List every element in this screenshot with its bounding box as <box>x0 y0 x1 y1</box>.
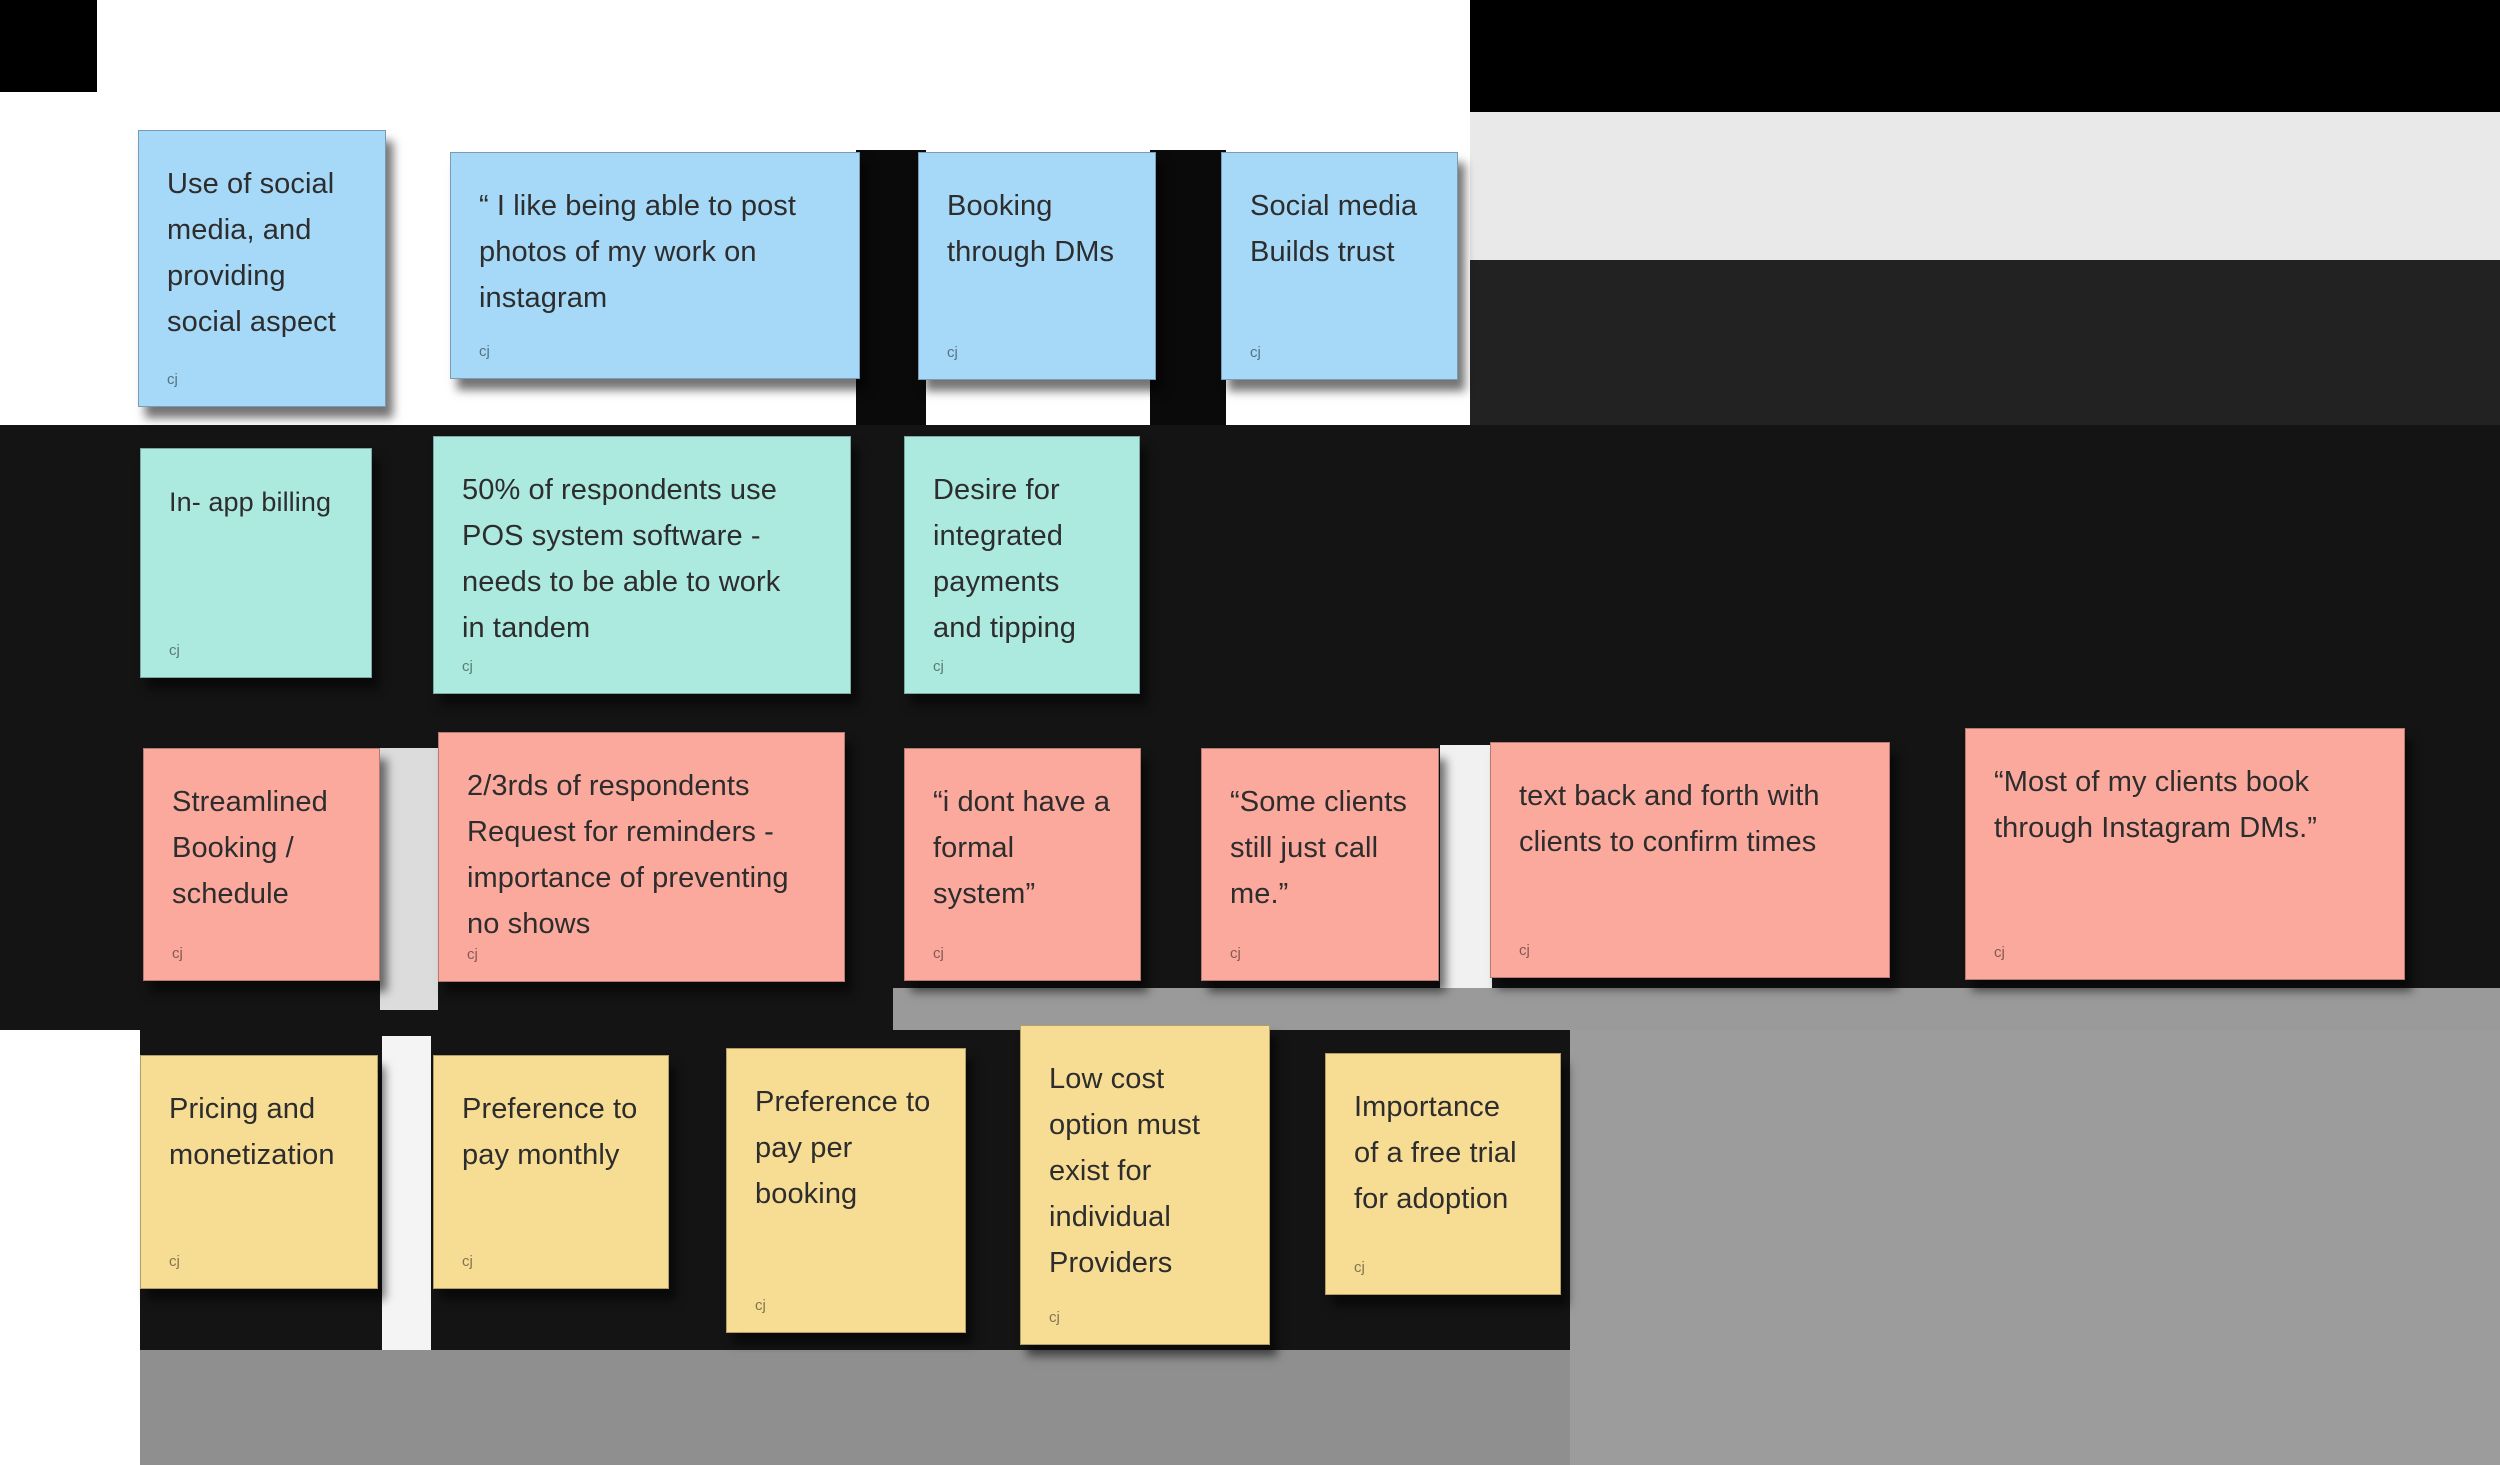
sticky-note-text: Preference to pay monthly <box>462 1093 638 1171</box>
sticky-note[interactable]: Pricing and monetization cj <box>140 1055 378 1289</box>
sticky-note-text: text back and forth with clients to conf… <box>1519 780 1820 858</box>
sticky-note-author: cj <box>933 945 944 962</box>
sticky-note-author: cj <box>169 1253 180 1270</box>
sticky-note-author: cj <box>933 658 944 675</box>
sticky-note[interactable]: “ I like being able to post photos of my… <box>450 152 860 379</box>
background-region <box>382 1036 431 1350</box>
sticky-note-text: Low cost option must exist for individua… <box>1049 1063 1201 1279</box>
sticky-note-author: cj <box>172 945 183 962</box>
sticky-note-text: “Most of my clients book through Instagr… <box>1994 766 2318 844</box>
sticky-note-author: cj <box>1994 944 2005 961</box>
background-region <box>1470 260 2500 425</box>
background-region <box>1440 745 1492 1010</box>
sticky-note[interactable]: text back and forth with clients to conf… <box>1490 742 1890 978</box>
background-region <box>1470 0 2500 112</box>
sticky-note-text: 50% of respondents use POS system softwa… <box>462 474 781 644</box>
sticky-note-text: Booking through DMs <box>947 190 1115 268</box>
sticky-note[interactable]: 50% of respondents use POS system softwa… <box>433 436 851 694</box>
sticky-note-author: cj <box>169 642 180 659</box>
background-region <box>856 150 926 428</box>
sticky-note[interactable]: “Most of my clients book through Instagr… <box>1965 728 2405 980</box>
sticky-note-author: cj <box>479 343 490 360</box>
sticky-note-text: Use of social media, and providing socia… <box>167 168 336 338</box>
sticky-note[interactable]: “Some clients still just call me.” cj <box>1201 748 1439 981</box>
sticky-note-author: cj <box>1250 344 1261 361</box>
sticky-note-author: cj <box>1049 1309 1060 1326</box>
sticky-note-author: cj <box>755 1297 766 1314</box>
sticky-note-author: cj <box>1354 1259 1365 1276</box>
sticky-note-text: Preference to pay per booking <box>755 1086 931 1210</box>
sticky-note-text: “ I like being able to post photos of my… <box>479 190 797 314</box>
sticky-note-author: cj <box>467 946 478 963</box>
background-region <box>1470 112 2500 260</box>
sticky-note-author: cj <box>1230 945 1241 962</box>
sticky-note-author: cj <box>462 658 473 675</box>
sticky-note[interactable]: Streamlined Booking / schedule cj <box>143 748 380 981</box>
sticky-note-text: Importance of a free trial for adoption <box>1354 1091 1517 1215</box>
sticky-note[interactable]: In- app billing cj <box>140 448 372 678</box>
sticky-note-text: “i dont have a formal system” <box>933 786 1111 910</box>
background-region <box>1150 150 1226 428</box>
sticky-note[interactable]: “i dont have a formal system” cj <box>904 748 1141 981</box>
sticky-note-text: Pricing and monetization <box>169 1093 335 1171</box>
sticky-note[interactable]: Social media Builds trust cj <box>1221 152 1458 380</box>
sticky-note-author: cj <box>947 344 958 361</box>
sticky-note-text: “Some clients still just call me.” <box>1230 786 1407 910</box>
sticky-note[interactable]: 2/3rds of respondents Request for remind… <box>438 732 845 982</box>
sticky-note-text: Streamlined Booking / schedule <box>172 786 328 910</box>
sticky-note[interactable]: Low cost option must exist for individua… <box>1020 1025 1270 1345</box>
sticky-note[interactable]: Preference to pay per booking cj <box>726 1048 966 1333</box>
background-region <box>1570 1030 2500 1465</box>
sticky-note[interactable]: Desire for integrated payments and tippi… <box>904 436 1140 694</box>
background-region <box>380 748 438 1010</box>
sticky-note[interactable]: Importance of a free trial for adoption … <box>1325 1053 1561 1295</box>
background-region <box>893 988 2500 1030</box>
sticky-note-author: cj <box>1519 942 1530 959</box>
background-region <box>140 1350 1570 1465</box>
sticky-note[interactable]: Use of social media, and providing socia… <box>138 130 386 407</box>
background-region <box>0 0 97 92</box>
sticky-note-author: cj <box>462 1253 473 1270</box>
sticky-note-text: Social media Builds trust <box>1250 190 1418 268</box>
sticky-note-text: In- app billing <box>169 487 332 517</box>
sticky-note-author: cj <box>167 371 178 388</box>
sticky-note-text: Desire for integrated payments and tippi… <box>933 474 1076 644</box>
sticky-note[interactable]: Booking through DMs cj <box>918 152 1156 380</box>
sticky-note[interactable]: Preference to pay monthly cj <box>433 1055 669 1289</box>
sticky-note-text: 2/3rds of respondents Request for remind… <box>467 770 789 940</box>
